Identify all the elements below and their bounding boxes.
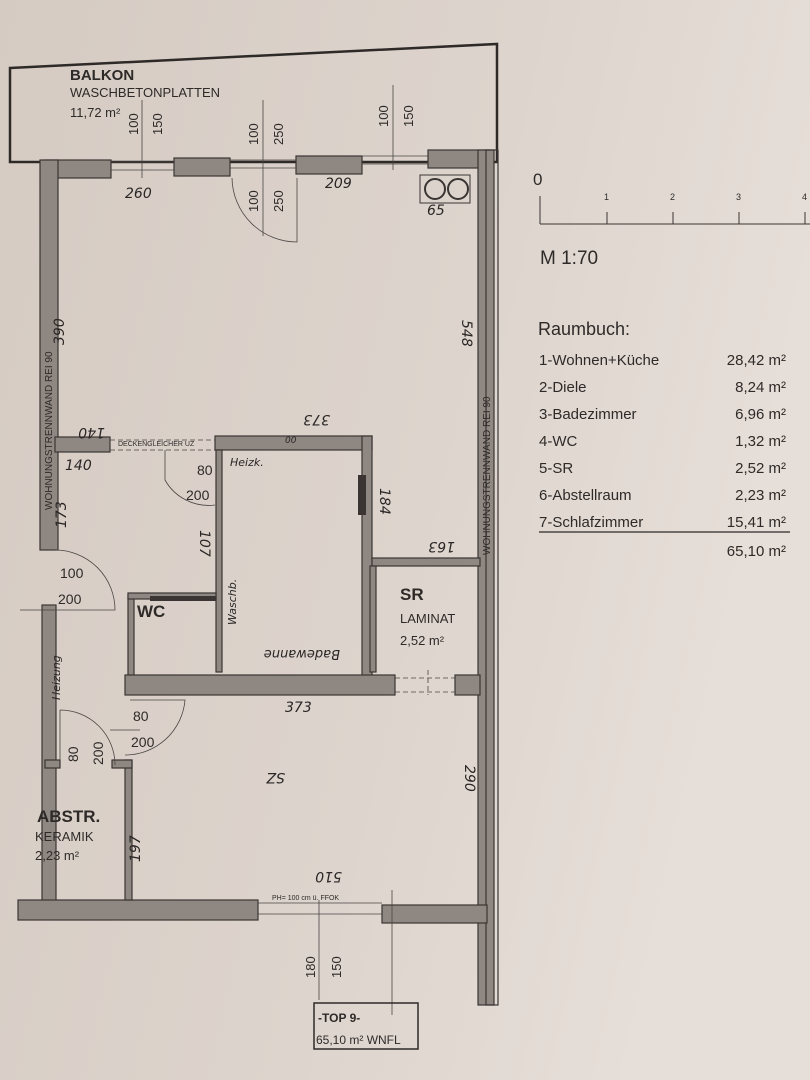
room-row-area: 2,23 m² (735, 487, 786, 504)
hand-text: Heizung (50, 655, 63, 700)
hand-text: 173 (54, 501, 70, 528)
wall-label-right: WOHNUNGSTRENNWAND REI 90 (482, 396, 493, 555)
hand-text: 209 (325, 176, 352, 192)
scale-label: M 1:70 (540, 248, 598, 269)
room-abstr-name: ABSTR. (37, 807, 100, 826)
hand-text: 107 (196, 530, 212, 557)
room-row-name: 5-SR (539, 460, 573, 477)
room-row-name: 2-Diele (539, 379, 587, 396)
balcony-area: 11,72 m² (70, 105, 121, 120)
scale-tick: 4 (802, 192, 807, 202)
scale-tick: 0 (533, 170, 542, 189)
walls (17, 149, 499, 1006)
scale-bar: 0 1 2 3 4 M 1:70 (533, 170, 810, 269)
dim-text: 200 (131, 734, 155, 750)
hand-text: 65 (427, 203, 445, 219)
room-row-name: 4-WC (539, 433, 577, 450)
unit-box-top: -TOP 9- (318, 1011, 360, 1025)
dim-text: 150 (401, 105, 416, 127)
handwritten-annotations: 260 209 65 390 548 373 140 140 00 173 He… (50, 176, 477, 884)
balcony-material: WASCHBETONPLATTEN (70, 85, 220, 100)
dim-text: 200 (186, 487, 210, 503)
wall-label-left: WOHNUNGSTRENNWAND REI 90 (44, 351, 55, 510)
hand-text: 290 (461, 765, 477, 792)
room-labels: WC SR LAMINAT 2,52 m² ABSTR. KERAMIK 2,2… (35, 585, 455, 863)
hand-text: 163 (428, 538, 455, 554)
hand-text: 510 (315, 868, 342, 884)
room-wc: WC (137, 602, 165, 621)
room-row-area: 28,42 m² (727, 352, 786, 369)
scale-tick: 3 (736, 192, 741, 202)
room-schedule: Raumbuch: 1-Wohnen+Küche 28,42 m² 2-Diele… (538, 319, 790, 560)
room-sr-area: 2,52 m² (400, 633, 445, 648)
room-row: 1-Wohnen+Küche 28,42 m² (539, 352, 786, 369)
windows (20, 85, 455, 1015)
room-row-area: 1,32 m² (735, 433, 786, 450)
beam-label: DECKENGLEICHER UZ (118, 441, 195, 448)
dim-text: 100 (246, 190, 261, 212)
hand-text: 184 (376, 488, 392, 515)
hand-text: Heizk. (230, 456, 264, 469)
wall-labels: WOHNUNGSTRENNWAND REI 90 WOHNUNGSTRENNWA… (44, 351, 493, 902)
room-row-name: 6-Abstellraum (539, 487, 632, 504)
room-schedule-title: Raumbuch: (538, 319, 630, 339)
chimney (419, 174, 471, 204)
scale-tick: 1 (604, 192, 609, 202)
hand-text: 260 (125, 186, 152, 202)
balcony-name: BALKON (70, 67, 134, 84)
unit-box: -TOP 9- 65,10 m² WNFL (313, 1002, 419, 1050)
room-sr-material: LAMINAT (400, 611, 455, 626)
room-row: 4-WC 1,32 m² (539, 433, 786, 450)
hand-text: 140 (65, 458, 92, 474)
unit-box-area: 65,10 m² WNFL (316, 1033, 401, 1047)
balcony: BALKON WASCHBETONPLATTEN 11,72 m² (8, 42, 499, 164)
hand-text: SZ (266, 769, 285, 785)
room-sr-name: SR (400, 585, 424, 604)
hand-text: Waschb. (226, 579, 239, 625)
room-row: 7-Schlafzimmer 15,41 m² (539, 514, 786, 531)
hand-text: 373 (303, 411, 330, 427)
room-row-area: 6,96 m² (735, 406, 786, 423)
hand-text: 140 (78, 424, 105, 440)
room-row: 5-SR 2,52 m² (539, 460, 786, 477)
room-row-name: 7-Schlafzimmer (539, 514, 643, 531)
room-row-area: 15,41 m² (727, 514, 786, 531)
door-dimensions: 80 200 100 200 80 200 80 200 (58, 462, 213, 765)
dim-text: 180 (303, 956, 318, 978)
scale-tick: 2 (670, 192, 675, 202)
room-row: 6-Abstellraum 2,23 m² (539, 487, 786, 504)
dim-text: 100 (60, 565, 84, 581)
dim-text: 80 (65, 746, 81, 762)
room-schedule-total: 65,10 m² (727, 543, 786, 560)
hand-text: 373 (285, 700, 312, 716)
dim-text: 200 (90, 741, 106, 765)
room-abstr-area: 2,23 m² (35, 848, 80, 863)
room-row: 2-Diele 8,24 m² (539, 379, 786, 396)
room-row-name: 1-Wohnen+Küche (539, 352, 659, 369)
dim-text: 250 (271, 123, 286, 145)
parapet-label: PH= 100 cm ü. FFOK (272, 895, 339, 902)
dim-text: 200 (58, 591, 82, 607)
room-row-name: 3-Badezimmer (539, 406, 637, 423)
room-row-area: 2,52 m² (735, 460, 786, 477)
window-dimensions: 100 150 100 250 100 250 100 150 180 150 (126, 105, 416, 978)
hand-text: 390 (52, 318, 68, 345)
dim-text: 80 (133, 708, 149, 724)
dim-text: 250 (271, 190, 286, 212)
hand-text: 548 (458, 320, 474, 347)
dim-text: 150 (329, 956, 344, 978)
dim-text: 80 (197, 462, 213, 478)
dim-text: 150 (150, 113, 165, 135)
hand-text: Badewanne (264, 646, 340, 661)
room-abstr-material: KERAMIK (35, 829, 94, 844)
dim-text: 100 (246, 123, 261, 145)
dim-text: 100 (376, 105, 391, 127)
room-row: 3-Badezimmer 6,96 m² (539, 406, 786, 423)
hand-text: 197 (128, 835, 144, 862)
dim-text: 100 (126, 113, 141, 135)
hand-text: 00 (285, 436, 297, 446)
room-row-area: 8,24 m² (735, 379, 786, 396)
